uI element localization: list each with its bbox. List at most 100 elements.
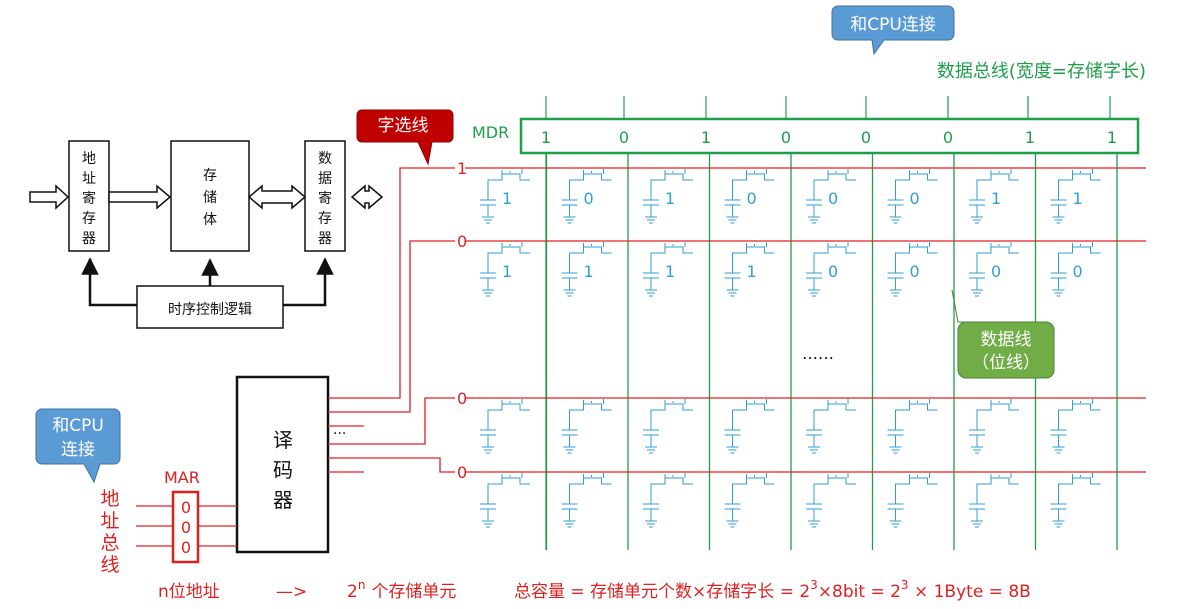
char: 地: [82, 151, 96, 167]
memory-cell: [806, 473, 856, 528]
word-row: 0: [457, 389, 1146, 454]
memory-cell: [1050, 473, 1101, 528]
char: 器: [273, 488, 293, 512]
callout-text: （位线）: [972, 353, 1040, 373]
memory-cell: 0: [561, 169, 612, 224]
cell-bit: 0: [584, 189, 594, 208]
memory-cell: 1: [969, 169, 1019, 224]
callout-text: 和CPU连接: [850, 15, 936, 35]
mdr-bit: 0: [943, 128, 953, 147]
memory-cell: 0: [1050, 242, 1101, 297]
memory-cell: 0: [887, 169, 938, 224]
word-row: 1 1 0 1 0 0 0 1 1: [457, 159, 1146, 224]
memory-cell: 1: [1050, 169, 1101, 224]
word-select-value: 0: [457, 389, 467, 408]
char: 器: [318, 231, 332, 247]
memory-cell: [561, 473, 612, 528]
word-select-line-callout: 字选线: [356, 109, 454, 166]
decoder: 译码器 ···: [235, 167, 455, 554]
formula-n-address: n位地址: [158, 582, 220, 602]
cell-bit: 1: [584, 262, 594, 281]
mdr-bit: 0: [861, 128, 871, 147]
memory-cell: 0: [806, 169, 856, 224]
word-select-value: 1: [457, 159, 467, 178]
mar-label: MAR: [164, 468, 200, 487]
decoder-dots: ···: [333, 426, 346, 442]
memory-cell: 1: [561, 242, 612, 297]
char: 址: [100, 510, 119, 532]
callout-text: 连接: [61, 440, 95, 460]
memory-cell: 0: [887, 242, 938, 297]
block-diagram: [29, 140, 384, 329]
timing-logic-label: 时序控制逻辑: [168, 302, 252, 318]
char: 寄: [82, 190, 96, 207]
mdr-bit: 0: [781, 128, 791, 147]
memory-cell: [643, 473, 693, 528]
char: 存: [318, 211, 332, 227]
char: 存: [82, 211, 96, 227]
callout-text: 和CPU: [52, 416, 104, 436]
memory-cell: [724, 399, 775, 454]
cell-bit: 1: [665, 262, 675, 281]
char: 据: [318, 171, 332, 187]
memory-cell: 0: [724, 169, 775, 224]
formula-arrow: —>: [276, 582, 307, 602]
mdr-bit: 0: [619, 128, 629, 147]
mdr-bit: 1: [541, 128, 551, 147]
cell-bit: 1: [665, 189, 675, 208]
memory-cell: [643, 399, 693, 454]
word-row: 0 1 1 1 1 0 0 0 0: [457, 232, 1146, 297]
memory-cell: 1: [480, 242, 530, 297]
char: 线: [100, 554, 119, 576]
char: 寄: [318, 190, 332, 207]
cell-bit: 1: [991, 189, 1001, 208]
bit-lines: [545, 153, 1118, 550]
char: 地: [100, 488, 119, 510]
cell-bit: 1: [1073, 189, 1083, 208]
char: 址: [82, 171, 96, 187]
cell-bit: 1: [747, 262, 757, 281]
callout-text: 字选线: [378, 116, 429, 136]
memory-cell: [724, 473, 775, 528]
memory-cell: 1: [724, 242, 775, 297]
data-line-callout: 数据线 （位线）: [951, 289, 1055, 379]
data-bus-label: 数据总线(宽度=存储字长): [937, 61, 1146, 82]
memory-cell: 0: [969, 242, 1019, 297]
memory-cell: 1: [643, 169, 693, 224]
memory-cell: [887, 473, 938, 528]
memory-cell: [1050, 399, 1101, 454]
char: 数: [318, 151, 332, 167]
memory-cell: 1: [480, 169, 530, 224]
char: 0: [181, 538, 191, 557]
cell-bit: 0: [1073, 262, 1083, 281]
char: 储: [203, 190, 217, 206]
cell-bit: 0: [828, 189, 838, 208]
cell-bit: 0: [828, 262, 838, 281]
memory-cell: 1: [643, 242, 693, 297]
memory-cell: [480, 473, 530, 528]
memory-cell: [480, 399, 530, 454]
memory-cell: [969, 473, 1019, 528]
memory-cell: [887, 399, 938, 454]
cell-bit: 1: [502, 262, 512, 281]
cpu-connection-callout-top: 和CPU连接: [831, 5, 955, 56]
word-row: 0: [457, 463, 1146, 528]
formula-total: 总容量 = 存储单元个数×存储字长 = 23×8bit = 23 × 1Byte…: [514, 578, 1031, 602]
char: 0: [181, 498, 191, 517]
word-select-value: 0: [457, 232, 467, 251]
cell-bit: 0: [991, 262, 1001, 281]
char: 器: [82, 231, 96, 247]
callout-text: 数据线: [981, 330, 1032, 350]
memory-cell: [969, 399, 1019, 454]
mar-register: MAR 000: [136, 468, 237, 564]
memory-cell: 0: [806, 242, 856, 297]
word-select-value: 0: [457, 463, 467, 482]
cell-bit: 1: [502, 189, 512, 208]
char: 体: [203, 212, 217, 228]
